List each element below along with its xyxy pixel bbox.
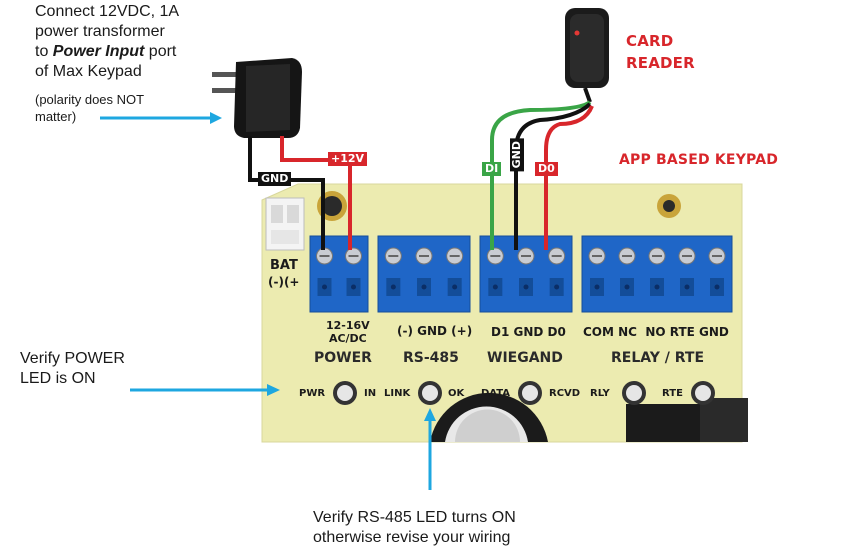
polarity-note-line2: matter) bbox=[35, 109, 77, 124]
card-reader-label: CARD READER bbox=[626, 30, 695, 74]
power-note-line3-pre: to bbox=[35, 43, 53, 60]
power-note-line1: Connect 12VDC, 1A bbox=[35, 3, 180, 20]
section-wiegand: WIEGAND bbox=[487, 350, 563, 366]
power-note-line2: power transformer bbox=[35, 23, 165, 40]
arrow-power-led bbox=[130, 384, 280, 396]
power-input-emphasis: Power Input bbox=[52, 43, 145, 60]
terminal-wiegand bbox=[479, 235, 573, 313]
battery-connector bbox=[265, 197, 305, 251]
terminal-relay bbox=[581, 235, 733, 313]
led-label-rly: RLY bbox=[590, 388, 610, 399]
verify-rs485-line2: otherwise revise your wiring bbox=[313, 529, 511, 546]
verify-power-line1: Verify POWER bbox=[20, 350, 125, 367]
tag-gnd-reader: GND bbox=[510, 138, 524, 172]
tag-gnd-power: GND bbox=[258, 172, 292, 186]
section-power: POWER bbox=[314, 350, 372, 366]
relay-pin-labels: COM NC NO RTE GND bbox=[583, 325, 729, 339]
led-label-link: LINK bbox=[384, 388, 411, 399]
power-note-line3: to Power Input port bbox=[35, 42, 179, 62]
led-rte bbox=[691, 381, 715, 405]
verify-rs485-note: Verify RS-485 LED turns ON otherwise rev… bbox=[313, 508, 516, 548]
led-wiegand bbox=[518, 381, 542, 405]
power-instruction: Connect 12VDC, 1A power transformer to P… bbox=[35, 2, 179, 82]
arrow-power-input bbox=[100, 112, 222, 124]
rs485-pin-labels: (-) GND (+) bbox=[397, 324, 473, 338]
verify-rs485-line1: Verify RS-485 LED turns ON bbox=[313, 509, 516, 526]
power-voltage: 12-16V bbox=[326, 319, 370, 332]
led-relay bbox=[622, 381, 646, 405]
power-adapter bbox=[212, 58, 302, 138]
power-acdc: AC/DC bbox=[328, 332, 367, 345]
polarity-note: (polarity does NOT matter) bbox=[35, 91, 144, 125]
wiegand-pin-labels: D1 GND D0 bbox=[491, 325, 566, 339]
led-label-pwr: PWR bbox=[299, 388, 326, 399]
tag-d0: D0 bbox=[535, 162, 558, 176]
power-note-line3-post: port bbox=[144, 43, 177, 60]
app-keypad-label: APP BASED KEYPAD bbox=[619, 152, 779, 168]
bat-polarity: (-)(+ bbox=[268, 275, 300, 289]
section-relay: RELAY / RTE bbox=[611, 350, 705, 366]
buzzer bbox=[430, 392, 548, 442]
verify-power-line2: LED is ON bbox=[20, 370, 96, 387]
polarity-note-line1: (polarity does NOT bbox=[35, 92, 145, 107]
power-voltage-label: 12-16V AC/DC bbox=[326, 319, 370, 345]
verify-power-note: Verify POWER LED is ON bbox=[20, 349, 125, 389]
card-reader bbox=[565, 8, 609, 103]
led-label-ok: OK bbox=[448, 388, 465, 399]
wire-d1 bbox=[490, 100, 592, 250]
section-rs485: RS-485 bbox=[403, 350, 459, 366]
terminal-power bbox=[309, 235, 369, 313]
card-reader-label-line2: READER bbox=[626, 54, 695, 72]
mounting-hole-right bbox=[657, 194, 681, 218]
led-rs485 bbox=[418, 381, 442, 405]
tag-d1: DI bbox=[482, 162, 502, 176]
led-label-rte: RTE bbox=[662, 388, 683, 399]
bat-label: BAT bbox=[270, 258, 298, 273]
wire-d0 bbox=[544, 105, 594, 250]
led-label-in: IN bbox=[364, 388, 377, 399]
wire-12v-power bbox=[280, 136, 352, 250]
tag-plus12v: +12V bbox=[328, 152, 368, 166]
power-note-line4: of Max Keypad bbox=[35, 63, 142, 80]
led-label-rcvd: RCVD bbox=[549, 388, 581, 399]
arrow-rs485-led bbox=[424, 408, 436, 490]
led-label-data: DATA bbox=[481, 388, 511, 399]
terminal-rs485 bbox=[377, 235, 471, 313]
led-power bbox=[333, 381, 357, 405]
card-reader-label-line1: CARD bbox=[626, 32, 674, 50]
